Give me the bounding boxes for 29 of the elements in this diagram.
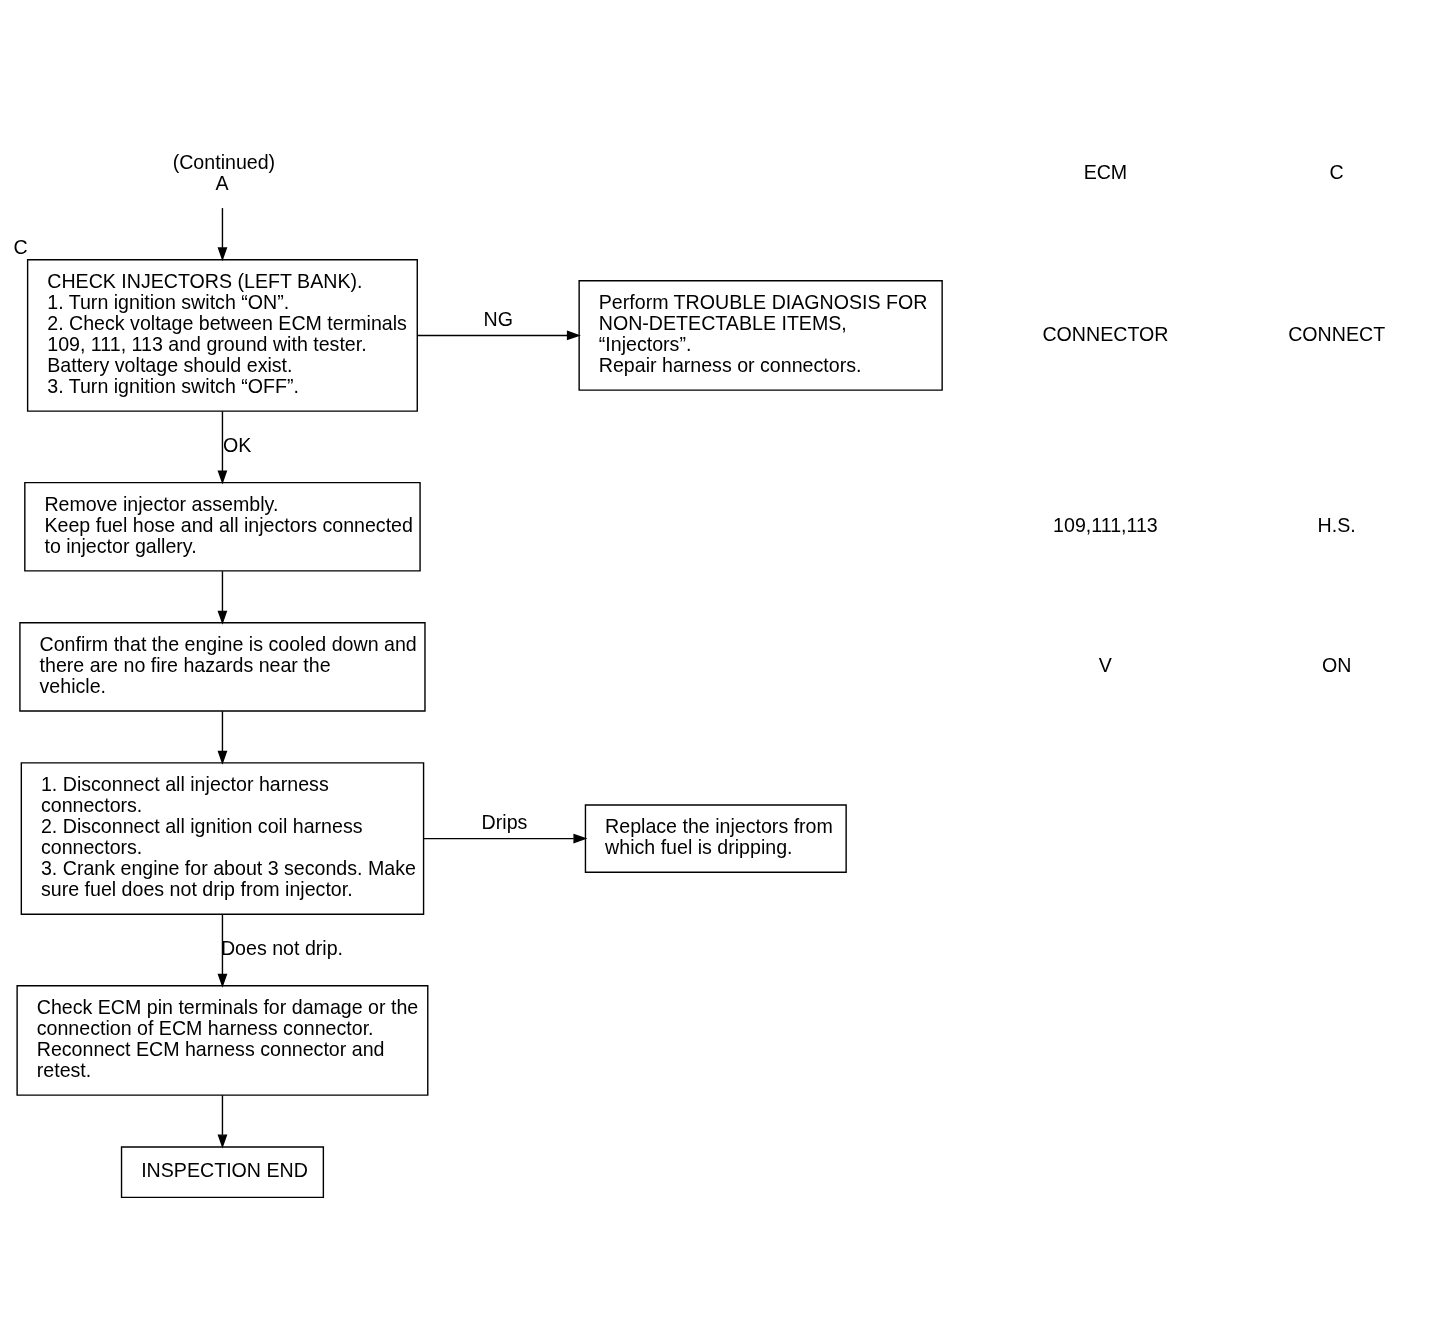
label: H.S. bbox=[1317, 513, 1356, 536]
node-box: CHECK INJECTORS (LEFT BANK). 1. Turn ignition switch “ON”. 2. Check voltage between ECM terminals 109, 111, 113 and ground with tester. Battery voltage should exist. 3. Turn ignition switch “OFF”. bbox=[26, 259, 418, 412]
arrow bbox=[423, 833, 588, 844]
label: C bbox=[1329, 161, 1344, 184]
label: CONNECT bbox=[1288, 322, 1386, 345]
arrow bbox=[217, 1094, 228, 1149]
label: ECM bbox=[1083, 161, 1128, 184]
edge-label: Does not drip. bbox=[220, 937, 344, 960]
arrow bbox=[416, 330, 581, 341]
edge-label: OK bbox=[222, 434, 252, 457]
node-box: 1. Disconnect all injector harness connectors. 2. Disconnect all ignition coil harness connectors. 3. Crank engine for about 3 seconds. Make sure fuel does not drip from injector. bbox=[20, 762, 425, 915]
node-box: Perform TROUBLE DIAGNOSIS FOR NON-DETECTABLE ITEMS, “Injectors”. Repair harness or connectors. bbox=[578, 280, 943, 391]
arrow bbox=[217, 207, 228, 262]
arrow bbox=[217, 410, 228, 485]
edge-label: NG bbox=[483, 307, 513, 330]
node-text: (Continued) A bbox=[172, 150, 276, 194]
label: V bbox=[1098, 654, 1112, 677]
node-box: INSPECTION END bbox=[120, 1146, 325, 1199]
node-box: Remove injector assembly. Keep fuel hose and all injectors connected to injector gallery. bbox=[24, 481, 421, 572]
node-label: C bbox=[13, 236, 28, 259]
arrow bbox=[217, 570, 228, 625]
node-box: Confirm that the engine is cooled down and there are no fire hazards near the vehicle. bbox=[19, 622, 426, 712]
label: ON bbox=[1321, 654, 1352, 677]
node-box: Replace the injectors from which fuel is dripping. bbox=[584, 804, 847, 873]
arrow bbox=[217, 710, 228, 765]
edge-label: Drips bbox=[481, 811, 528, 834]
label: CONNECTOR bbox=[1042, 322, 1169, 345]
label: 109,111,113 bbox=[1053, 513, 1158, 536]
node-box: Check ECM pin terminals for damage or the connection of ECM harness connector. Reconnect ECM harness connector and retest. bbox=[16, 985, 429, 1096]
